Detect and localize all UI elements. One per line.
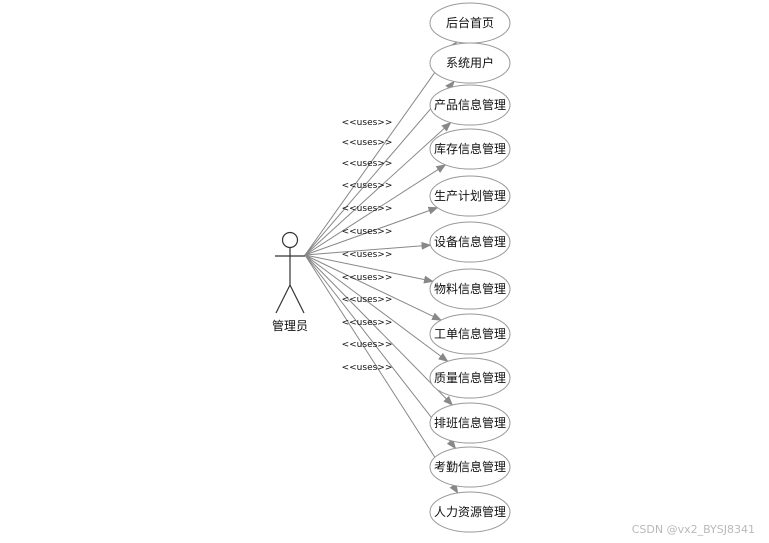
use-case: 物料信息管理 (429, 268, 511, 310)
actor-figure: 管理员 (272, 231, 308, 333)
actor-name: 管理员 (272, 318, 308, 333)
actor-left-leg (275, 284, 291, 314)
use-case-label: 生产计划管理 (434, 188, 506, 203)
use-case-ellipse (429, 128, 511, 170)
use-case: 人力资源管理 (429, 491, 511, 533)
association-arrow (304, 241, 432, 256)
uses-stereotype-label: <<uses>> (342, 181, 393, 191)
uses-label-list: <<uses>> <<uses>> <<uses>> <<uses>> <<uses>>… (342, 118, 393, 373)
use-case-ellipse (429, 357, 511, 399)
use-case-ellipse (429, 491, 511, 533)
use-case-label: 工单信息管理 (434, 326, 506, 341)
watermark: CSDN @vx2_BYSJ8341 (632, 523, 755, 536)
use-case-list: 后台首页系统用户产品信息管理库存信息管理生产计划管理设备信息管理物料信息管理工单… (429, 2, 511, 533)
association-arrow (304, 254, 459, 494)
use-case: 库存信息管理 (429, 128, 511, 170)
uses-stereotype-label: <<uses>> (342, 340, 393, 350)
association-lines (304, 40, 459, 494)
use-case-label: 后台首页 (446, 15, 494, 30)
actor-head (281, 231, 299, 249)
use-case-label: 排班信息管理 (434, 415, 506, 430)
use-case: 设备信息管理 (429, 221, 511, 263)
use-case-label: 人力资源管理 (434, 504, 506, 519)
use-case: 生产计划管理 (429, 175, 511, 217)
association-arrow (304, 254, 457, 450)
use-case: 考勤信息管理 (429, 446, 511, 488)
uses-stereotype-label: <<uses>> (342, 363, 393, 373)
uses-stereotype-label: <<uses>> (342, 204, 393, 214)
uses-stereotype-label: <<uses>> (342, 318, 393, 328)
use-case-ellipse (429, 175, 511, 217)
uses-stereotype-label: <<uses>> (342, 295, 393, 305)
use-case: 工单信息管理 (429, 313, 511, 355)
use-case-ellipse (429, 221, 511, 263)
use-case: 质量信息管理 (429, 357, 511, 399)
association-arrow (304, 254, 454, 406)
uses-stereotype-label: <<uses>> (342, 118, 393, 128)
uses-stereotype-label: <<uses>> (342, 227, 393, 237)
use-case: 系统用户 (429, 42, 511, 84)
association-arrow (304, 121, 452, 256)
use-case: 排班信息管理 (429, 402, 511, 444)
association-arrow (304, 80, 455, 256)
uses-stereotype-label: <<uses>> (342, 250, 393, 260)
use-case-label: 系统用户 (446, 55, 494, 70)
actor-right-leg (289, 284, 305, 314)
use-case-label: 库存信息管理 (434, 141, 506, 156)
uses-stereotype-label: <<uses>> (342, 159, 393, 169)
use-case-ellipse (429, 84, 511, 126)
use-case-ellipse (429, 42, 511, 84)
use-case-ellipse (429, 446, 511, 488)
association-arrow (304, 254, 443, 321)
use-case: 后台首页 (429, 2, 511, 44)
use-case-ellipse (429, 313, 511, 355)
association-arrow (304, 254, 449, 362)
use-case: 产品信息管理 (429, 84, 511, 126)
uses-stereotype-label: <<uses>> (342, 273, 393, 283)
association-arrow (304, 40, 458, 256)
use-case-label: 物料信息管理 (434, 281, 506, 296)
use-case-ellipse (429, 402, 511, 444)
use-case-label: 设备信息管理 (434, 234, 506, 249)
association-arrow (304, 206, 439, 256)
use-case-label: 考勤信息管理 (434, 459, 506, 474)
association-arrow (304, 164, 447, 256)
uses-stereotype-label: <<uses>> (342, 138, 393, 148)
use-case-label: 产品信息管理 (434, 97, 506, 112)
use-case-ellipse (429, 268, 511, 310)
use-case-label: 质量信息管理 (434, 370, 506, 385)
association-arrow (304, 254, 434, 284)
